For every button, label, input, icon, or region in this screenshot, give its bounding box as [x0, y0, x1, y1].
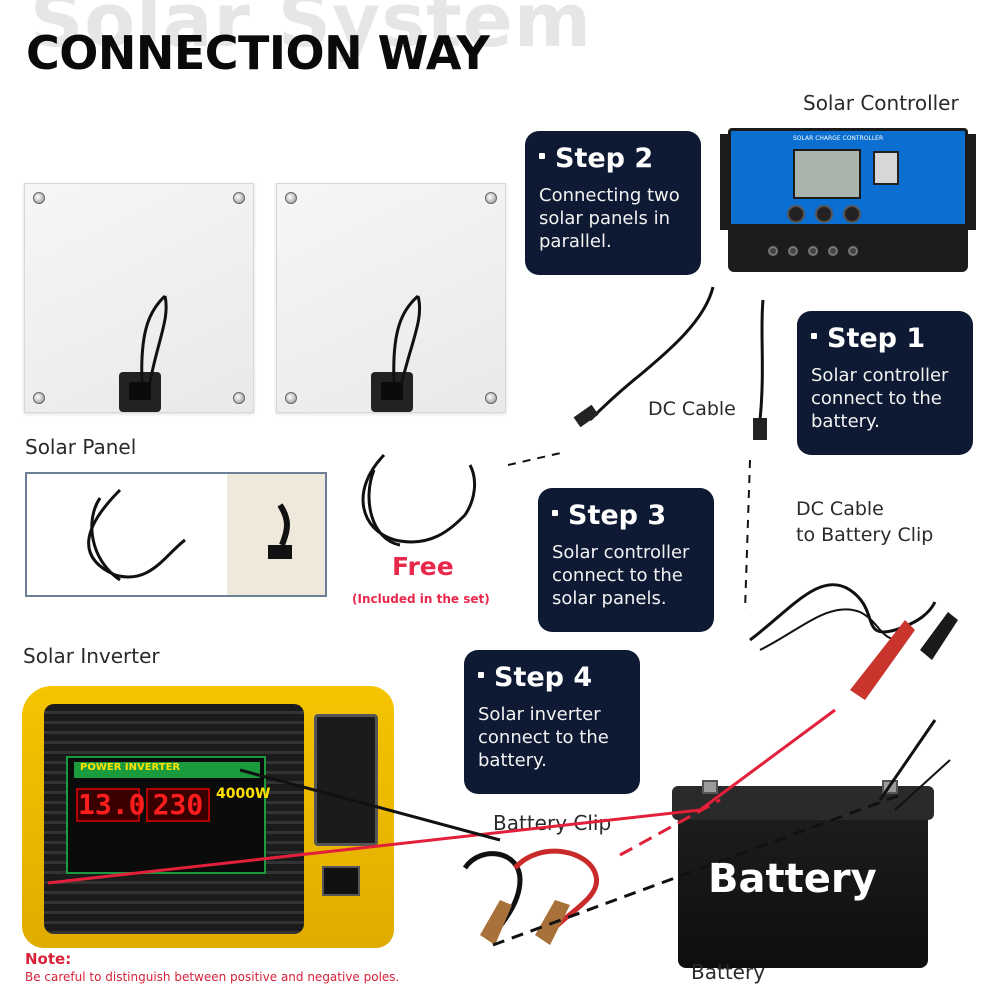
bolt-icon: [485, 192, 497, 204]
note-title: Note:: [25, 950, 72, 968]
dc-cable-left: [588, 286, 715, 422]
junction-box-icon: [119, 372, 161, 412]
watermark-title: Solar System: [30, 0, 592, 64]
inverter-display-output-voltage: 230: [146, 788, 210, 822]
dc-cable-battery-clip-label: DC Cable to Battery Clip: [796, 498, 934, 546]
bolt-icon: [233, 192, 245, 204]
panel-cable: [392, 294, 419, 383]
page-title: CONNECTION WAY: [26, 26, 490, 80]
bullet-icon: [811, 332, 817, 339]
dc-cable-label: DC Cable: [648, 398, 736, 420]
solar-inverter-image: POWER INVERTER 13.0 230 4000W: [22, 686, 394, 948]
dashed-red-line: [619, 798, 721, 857]
inset-connector-icon: [268, 545, 292, 559]
step-1-description: Solar controller connect to the battery.: [811, 365, 949, 432]
bullet-icon: [539, 152, 545, 159]
step-3-description: Solar controller connect to the solar pa…: [552, 542, 690, 609]
free-y-cable: [367, 469, 401, 547]
step-1-card: Step 1 Solar controller connect to the b…: [797, 311, 973, 455]
panel-cable: [148, 295, 168, 383]
usb-port-icon: [873, 151, 899, 185]
ac-socket-icon: [314, 714, 378, 846]
y-cable-inset-photo: [25, 472, 327, 597]
solar-controller-label: Solar Controller: [803, 91, 959, 115]
panel-cable: [140, 294, 167, 383]
red-clip-icon: [850, 620, 915, 700]
inverter-panel-title: POWER INVERTER: [74, 762, 260, 778]
step-4-title: Step 4: [478, 662, 626, 693]
controller-button: [815, 205, 833, 223]
battery-clip-cable: [759, 608, 901, 651]
step-3-card: Step 3 Solar controller connect to the s…: [538, 488, 714, 632]
bolt-icon: [285, 392, 297, 404]
terminal-icon: [828, 246, 838, 256]
panel-cable: [400, 295, 422, 383]
power-switch-icon: [322, 866, 360, 896]
inverter-display-battery-voltage: 13.0: [76, 788, 146, 822]
battery-label: Battery: [691, 960, 766, 984]
bullet-icon: [552, 509, 558, 516]
bolt-icon: [33, 192, 45, 204]
inset-connector-cable: [277, 503, 290, 547]
solar-inverter-label: Solar Inverter: [23, 644, 160, 668]
red-wire: [699, 708, 836, 812]
battery-body: [678, 800, 928, 968]
dashed-line: [507, 451, 566, 466]
controller-button: [843, 205, 861, 223]
step-3-title: Step 3: [552, 500, 700, 531]
free-y-cable: [463, 464, 477, 516]
inverter-wattage: 4000W: [216, 786, 271, 802]
battery-product-text: Battery: [708, 856, 877, 902]
battery-positive-terminal-icon: [702, 780, 718, 794]
black-clip-icon: [920, 612, 958, 660]
step-2-title: Step 2: [539, 143, 687, 174]
free-badge: Free: [392, 552, 454, 581]
connector-closeup: [227, 474, 325, 595]
step-4-description: Solar inverter connect to the battery.: [478, 704, 609, 771]
step-1-title: Step 1: [811, 323, 959, 354]
terminal-icon: [768, 246, 778, 256]
black-clip-icon: [480, 900, 512, 945]
inverter-front-panel: POWER INVERTER 13.0 230 4000W: [66, 756, 270, 874]
controller-button: [787, 205, 805, 223]
red-wire: [47, 808, 701, 885]
black-wire: [239, 768, 501, 842]
lcd-screen: [793, 149, 861, 199]
bullet-icon: [478, 671, 484, 678]
dc-connector-icon: [753, 418, 767, 440]
free-y-cable: [361, 453, 467, 544]
bolt-icon: [233, 392, 245, 404]
dc-cable-right: [758, 299, 765, 421]
dashed-line: [744, 459, 751, 611]
controller-front: SOLAR CHARGE CONTROLLER: [728, 128, 968, 228]
inset-y-cable: [90, 497, 121, 582]
bolt-icon: [285, 192, 297, 204]
note-text: Be careful to distinguish between positi…: [25, 970, 400, 984]
step-2-card: Step 2 Connecting two solar panels in pa…: [525, 131, 701, 275]
dc-connector-icon: [573, 404, 599, 428]
solar-controller-image: SOLAR CHARGE CONTROLLER: [720, 128, 976, 274]
battery-clip-cable: [749, 583, 937, 642]
solar-panel-right: [276, 183, 506, 413]
black-wire: [894, 759, 951, 811]
junction-box-icon: [371, 372, 413, 412]
solar-panel-label: Solar Panel: [25, 435, 137, 459]
free-included-note: (Included in the set): [352, 592, 490, 606]
terminal-icon: [848, 246, 858, 256]
battery-image: Battery: [672, 780, 934, 968]
bolt-icon: [485, 392, 497, 404]
step-4-card: Step 4 Solar inverter connect to the bat…: [464, 650, 640, 794]
bolt-icon: [33, 392, 45, 404]
controller-brand-strip: SOLAR CHARGE CONTROLLER: [793, 135, 884, 142]
terminal-icon: [788, 246, 798, 256]
dashed-line: [492, 793, 901, 947]
terminal-icon: [808, 246, 818, 256]
solar-panel-left: [24, 183, 254, 413]
step-2-description: Connecting two solar panels in parallel.: [539, 185, 680, 252]
red-battery-clip-cable: [513, 848, 599, 942]
black-wire: [878, 719, 937, 801]
